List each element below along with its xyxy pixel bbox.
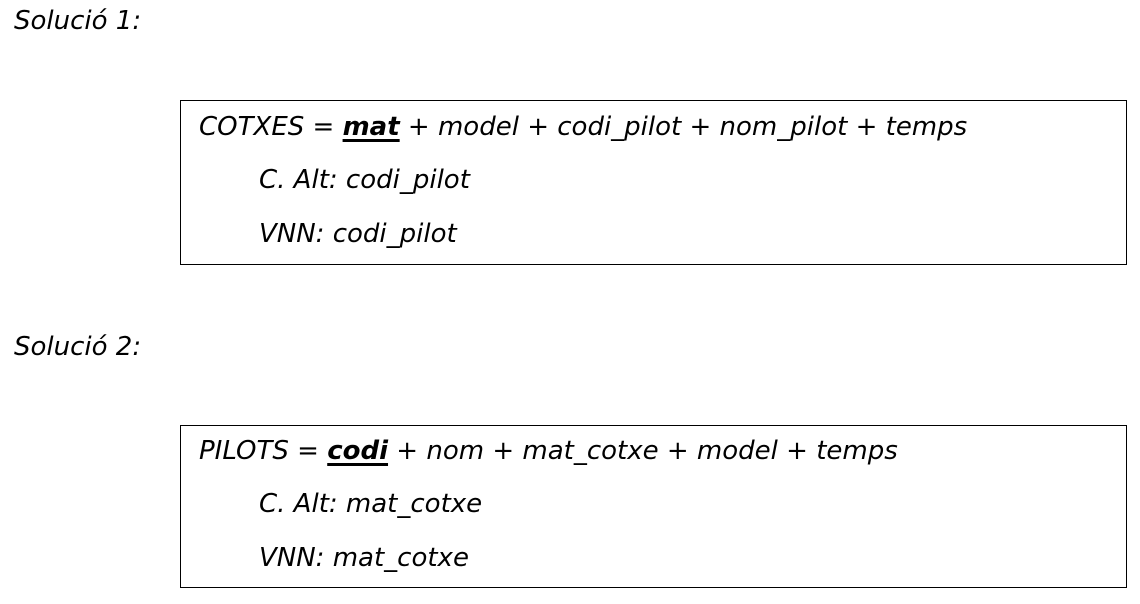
not-null-constraint: VNN: codi_pilot	[259, 219, 457, 249]
not-null-constraint: VNN: mat_cotxe	[259, 543, 469, 573]
equals: =	[304, 112, 343, 142]
primary-key: codi	[327, 436, 389, 466]
alternate-key: C. Alt: mat_cotxe	[259, 489, 483, 519]
attributes: + model + codi_pilot + nom_pilot + temps	[399, 112, 968, 142]
attributes: + nom + mat_cotxe + model + temps	[388, 436, 898, 466]
equals: =	[288, 436, 328, 466]
alternate-key: C. Alt: codi_pilot	[259, 165, 470, 195]
relation-definition: COTXES = mat + model + codi_pilot + nom_…	[199, 112, 967, 142]
relation-name: PILOTS	[199, 436, 289, 466]
solution-1-heading: Solució 1:	[14, 6, 142, 36]
relation-name: COTXES	[199, 112, 305, 142]
solution-2-heading: Solució 2:	[14, 332, 142, 362]
relation-definition: PILOTS = codi + nom + mat_cotxe + model …	[199, 436, 898, 466]
solution-1-box: COTXES = mat + model + codi_pilot + nom_…	[180, 100, 1127, 265]
solution-2-box: PILOTS = codi + nom + mat_cotxe + model …	[180, 425, 1127, 588]
primary-key: mat	[342, 112, 400, 142]
